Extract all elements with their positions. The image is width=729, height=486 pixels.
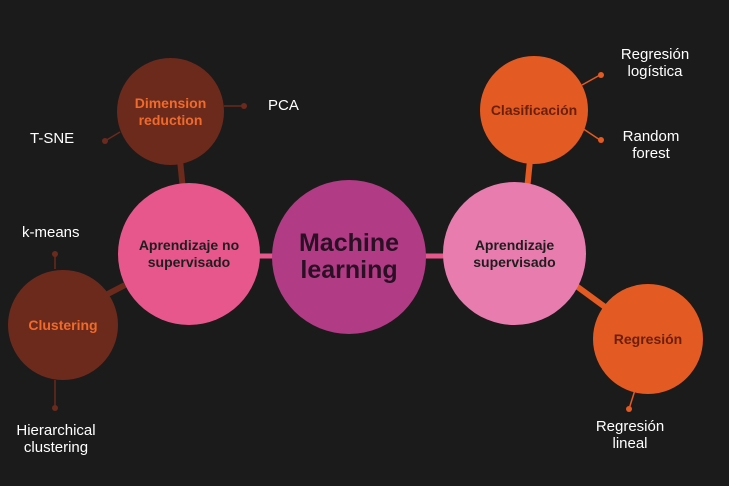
leaf-dot-lineal <box>626 406 632 412</box>
leaf-hierarchical-clustering: Hierarchical clustering <box>16 422 96 456</box>
leaf-dot-logistica <box>598 72 604 78</box>
regression-label: Regresión <box>613 330 683 347</box>
leaf-tsne: T-SNE <box>30 130 75 147</box>
unsupervised-node: Aprendizaje no supervisado <box>118 183 260 325</box>
dimension-reduction-node: Dimension reduction <box>117 58 224 165</box>
connector-supervised-regression <box>573 282 607 310</box>
leaf-dot-pca <box>241 103 247 109</box>
leaf-random-forest: Random forest <box>622 128 680 162</box>
leaf-dot-tsne <box>102 138 108 144</box>
connector-leaf-lineal <box>628 389 636 410</box>
regression-node: Regresión <box>593 284 703 394</box>
unsupervised-label: Aprendizaje no supervisado <box>138 237 240 270</box>
leaf-dot-random-forest <box>598 137 604 143</box>
classification-label: Clasificación <box>490 101 578 118</box>
classification-node: Clasificación <box>480 56 588 164</box>
supervised-label: Aprendizaje supervisado <box>473 236 556 270</box>
leaf-dot-kmeans <box>52 251 58 257</box>
leaf-pca: PCA <box>268 97 299 114</box>
clustering-node: Clustering <box>8 270 118 380</box>
leaf-kmeans: k-means <box>22 224 80 241</box>
connector-leaf-logistica <box>581 74 601 86</box>
center-label: Machine learning <box>298 229 400 284</box>
connector-leaf-random-forest <box>581 127 601 141</box>
clustering-label: Clustering <box>28 316 98 333</box>
leaf-regresion-lineal: Regresión lineal <box>595 418 665 452</box>
leaf-regresion-logistica: Regresión logística <box>620 46 690 80</box>
supervised-node: Aprendizaje supervisado <box>443 182 586 325</box>
leaf-dot-hierarchical <box>52 405 58 411</box>
center-node: Machine learning <box>272 180 426 334</box>
dimension-reduction-label: Dimension reduction <box>134 94 207 128</box>
